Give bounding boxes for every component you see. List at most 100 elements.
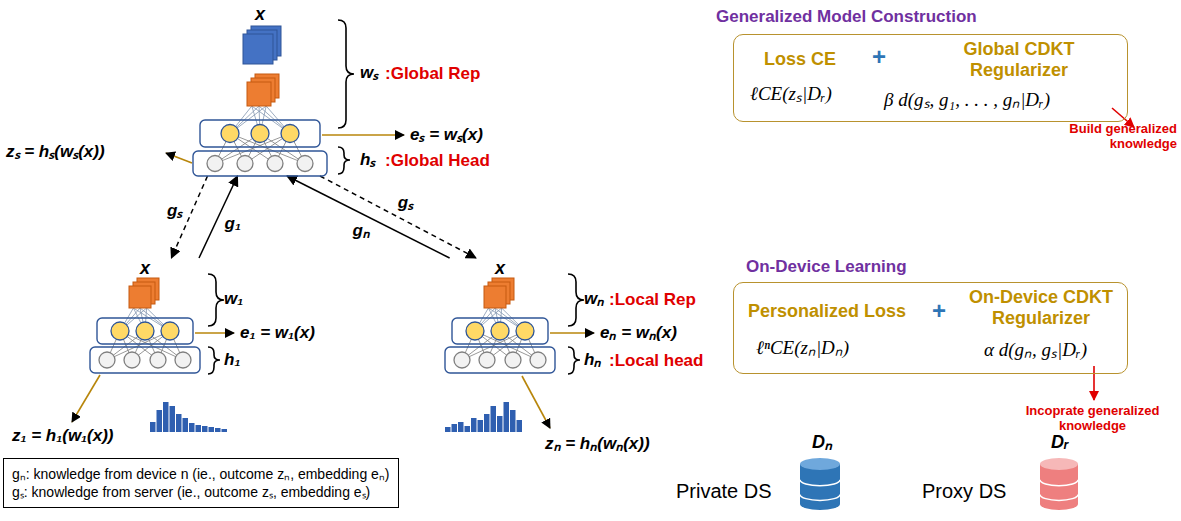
node-text: Private DS — [676, 480, 772, 503]
variable-label: zₛ = hₛ(wₛ(x)) — [6, 142, 105, 162]
leader-arrow — [195, 332, 234, 334]
knowledge-arrow — [287, 176, 450, 258]
node-text: x — [140, 258, 150, 279]
histogram-bar — [196, 425, 202, 432]
dataset-cylinder: DₙPrivate DS — [800, 458, 840, 510]
neuron — [161, 322, 179, 340]
node-text: Personalized Loss — [748, 301, 906, 322]
histogram-bar — [222, 429, 228, 432]
neuron — [454, 352, 470, 368]
neuron — [505, 352, 521, 368]
cylinder-body — [800, 464, 840, 510]
cylinder-band — [1040, 494, 1078, 500]
database-cylinder — [800, 458, 840, 510]
feature-map — [247, 82, 271, 106]
formula-box: On-Device LearningPersonalized LossℓⁿCE(… — [733, 282, 1128, 374]
cylinder-top — [1040, 458, 1078, 470]
layer-box — [97, 318, 193, 344]
leader-arrow — [72, 375, 100, 422]
histogram-bar — [465, 426, 471, 432]
variable-label: e₁ = w₁(x) — [240, 323, 315, 343]
leader-arrow — [522, 376, 550, 428]
node-text: x — [255, 4, 265, 25]
edge-label: gₛ — [396, 193, 415, 213]
neuron — [530, 352, 546, 368]
histogram-bar — [157, 410, 163, 432]
note-arrow — [1093, 366, 1095, 400]
histogram-bar — [163, 402, 169, 432]
database-cylinder — [1040, 458, 1078, 510]
cylinder-top — [800, 458, 840, 470]
histogram-bar — [471, 418, 477, 432]
node-text: On-Device CDKT Regularizer — [966, 287, 1116, 328]
cylinder-band — [800, 494, 840, 500]
neuron — [479, 352, 495, 368]
neuron — [297, 156, 313, 172]
neuron — [237, 156, 253, 172]
network-model: x — [185, 4, 335, 176]
histogram-bar — [491, 406, 497, 432]
edge-label: g₁ — [223, 214, 243, 234]
variable-label: eₙ = wₙ(x) — [600, 323, 677, 343]
brace — [338, 147, 350, 174]
neuron — [207, 156, 223, 172]
node-text: β d(gₛ, g₁, . . . , gₙ|Dᵣ) — [884, 89, 1050, 111]
brace — [568, 347, 580, 374]
brace — [208, 347, 220, 374]
layer-box — [200, 120, 320, 147]
node-text: ℓⁿCE(zₙ|Dₙ) — [756, 337, 849, 359]
neuron — [175, 352, 191, 368]
variable-label: z₁ = h₁(w₁(x)) — [12, 426, 114, 446]
brace — [338, 20, 354, 128]
feature-map — [129, 286, 151, 308]
variable-label: zₙ = hₙ(wₙ(x)) — [545, 434, 650, 454]
neuron — [150, 352, 166, 368]
neuron — [267, 156, 283, 172]
histogram-bar — [445, 427, 451, 432]
histogram-bar — [504, 402, 510, 432]
dataset-cylinder: DᵣProxy DS — [1040, 458, 1078, 510]
histogram-bar — [215, 428, 221, 432]
section-title: On-Device Learning — [746, 257, 907, 277]
variable-label: wₙ — [584, 289, 604, 309]
histogram-bar — [510, 410, 516, 432]
node-text: Proxy DS — [922, 480, 1006, 503]
section-title: Generalized Model Construction — [716, 7, 977, 27]
histogram-bar — [202, 426, 208, 432]
variable-label: hₛ — [360, 150, 375, 170]
knowledge-arrow — [320, 176, 476, 258]
histogram-bar — [150, 422, 156, 432]
leader-arrow — [166, 153, 192, 163]
histogram-bar — [452, 424, 458, 432]
node-text: Loss CE — [764, 49, 836, 70]
neuron — [221, 125, 239, 143]
neuron — [251, 125, 269, 143]
layer-box — [193, 151, 327, 176]
leader-arrow — [550, 332, 594, 334]
histogram-bar — [183, 418, 189, 432]
network-model: x — [440, 258, 560, 376]
feature-map — [243, 34, 273, 64]
neuron — [124, 352, 140, 368]
histogram-bar — [517, 420, 523, 432]
histogram-bar — [189, 423, 195, 432]
layer-box — [90, 347, 200, 373]
neuron — [491, 322, 509, 340]
variable-label: h₁ — [224, 350, 240, 370]
brace — [568, 274, 584, 326]
edge-label: gₙ — [350, 222, 371, 242]
variable-label: hₙ — [584, 350, 601, 370]
node-text: x — [495, 258, 505, 279]
neuron — [281, 125, 299, 143]
leader-arrow — [322, 134, 404, 136]
histogram-bar — [176, 414, 182, 432]
neuron — [466, 322, 484, 340]
formula-box: Generalized Model ConstructionLoss CEℓCE… — [733, 34, 1128, 122]
node-text: Dₙ — [812, 432, 832, 453]
neuron — [111, 322, 129, 340]
histogram-bar — [170, 406, 176, 432]
layer-box — [452, 318, 548, 344]
cylinder-band — [1040, 480, 1078, 486]
edge-label: gₛ — [165, 201, 184, 221]
